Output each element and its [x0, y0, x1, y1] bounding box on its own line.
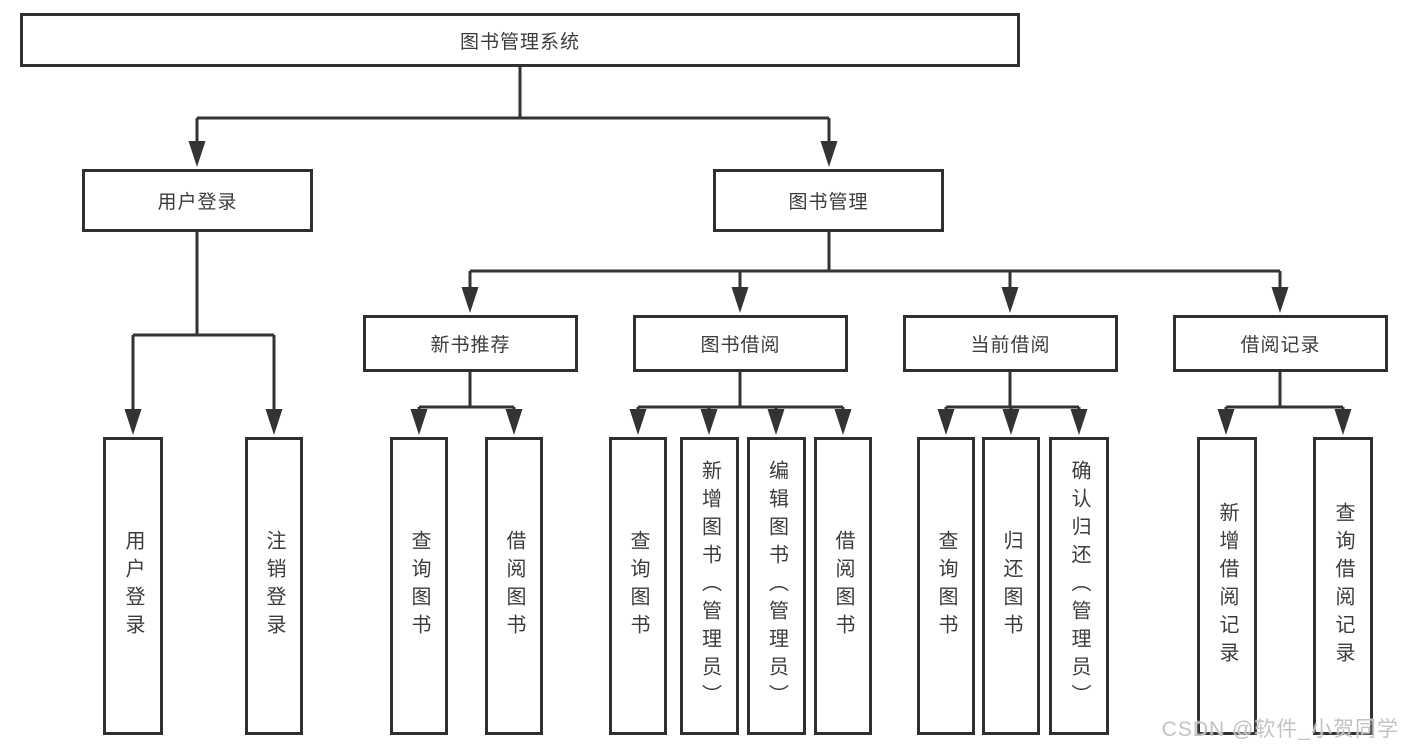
node-label: 用户登录 — [157, 192, 238, 213]
leaf-return-book: 归还图书 — [982, 437, 1040, 735]
arrow-down-icon — [937, 409, 955, 435]
leaf-add-borrow-record: 新增借阅记录 — [1197, 437, 1257, 735]
node-book-borrow: 图书借阅 — [633, 315, 848, 372]
leaf-confirm-return-admin: 确认归还（管理员） — [1049, 437, 1109, 735]
leaf-borrow-book-recommend: 借阅图书 — [485, 437, 543, 735]
arrowheads — [124, 141, 1352, 435]
leaf-add-book-admin: 新增图书（管理员） — [680, 437, 739, 735]
node-current-borrow: 当前借阅 — [903, 315, 1118, 372]
node-label: 借阅记录 — [1240, 335, 1321, 356]
arrow-down-icon — [1271, 287, 1289, 313]
arrow-down-icon — [265, 409, 283, 435]
node-label: 图书管理 — [788, 192, 869, 213]
arrow-down-icon — [629, 409, 647, 435]
node-label: 确认归还（管理员） — [1068, 460, 1090, 712]
arrow-down-icon — [461, 287, 479, 313]
arrow-down-icon — [505, 409, 523, 435]
leaf-query-book-current: 查询图书 — [917, 437, 975, 735]
node-label: 图书借阅 — [700, 335, 781, 356]
node-label: 归还图书 — [1000, 530, 1022, 642]
arrow-down-icon — [1334, 409, 1352, 435]
node-borrow-record: 借阅记录 — [1173, 315, 1388, 372]
node-label: 用户登录 — [122, 530, 144, 642]
leaf-user-login: 用户登录 — [103, 437, 163, 735]
leaf-logout: 注销登录 — [245, 437, 303, 735]
node-label: 查询图书 — [408, 530, 430, 642]
node-label: 图书管理系统 — [459, 31, 580, 53]
node-label: 当前借阅 — [970, 335, 1051, 356]
arrow-down-icon — [1217, 409, 1235, 435]
arrow-down-icon — [124, 409, 142, 435]
arrow-down-icon — [410, 409, 428, 435]
arrow-down-icon — [700, 409, 718, 435]
node-label: 借阅图书 — [503, 530, 525, 642]
node-book-management: 图书管理 — [713, 169, 944, 232]
arrow-down-icon — [1002, 409, 1020, 435]
node-label: 查询借阅记录 — [1332, 502, 1354, 670]
arrow-down-icon — [1001, 287, 1019, 313]
node-label: 查询图书 — [627, 530, 649, 642]
node-label: 新书推荐 — [430, 335, 511, 356]
watermark: CSDN @软件_小贺同学 — [1161, 718, 1399, 741]
node-label: 编辑图书（管理员） — [765, 460, 788, 712]
node-label: 查询图书 — [935, 530, 957, 642]
leaf-borrow-book: 借阅图书 — [814, 437, 872, 735]
node-root: 图书管理系统 — [20, 13, 1020, 67]
arrow-down-icon — [731, 287, 749, 313]
node-label: 注销登录 — [263, 530, 285, 642]
node-label: 新增图书（管理员） — [698, 460, 721, 712]
leaf-query-book-recommend: 查询图书 — [390, 437, 448, 735]
arrow-down-icon — [834, 409, 852, 435]
arrow-down-icon — [820, 141, 838, 167]
arrow-down-icon — [767, 409, 785, 435]
node-new-book-recommend: 新书推荐 — [363, 315, 578, 372]
node-label: 新增借阅记录 — [1216, 502, 1238, 670]
arrow-down-icon — [1070, 409, 1088, 435]
node-user-login: 用户登录 — [82, 169, 313, 232]
node-label: 借阅图书 — [832, 530, 854, 642]
leaf-query-book-borrow: 查询图书 — [609, 437, 667, 735]
arrow-down-icon — [188, 141, 206, 167]
leaf-edit-book-admin: 编辑图书（管理员） — [747, 437, 806, 735]
leaf-query-borrow-record: 查询借阅记录 — [1313, 437, 1373, 735]
